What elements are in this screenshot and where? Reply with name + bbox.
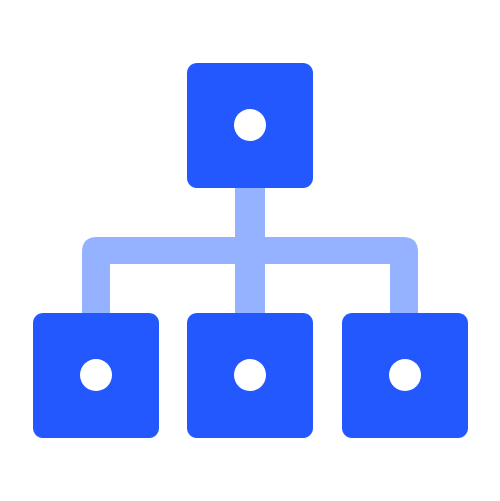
nodes	[33, 63, 468, 438]
bottom-right-node	[342, 313, 468, 438]
bottom-center-node-dot	[234, 359, 266, 391]
bottom-right-node-dot	[389, 359, 421, 391]
bottom-left-node	[33, 313, 159, 438]
bottom-left-node-dot	[80, 359, 112, 391]
top-node	[187, 63, 313, 188]
top-node-dot	[234, 109, 266, 141]
bottom-center-node	[187, 313, 313, 438]
connector-lines	[82, 180, 418, 320]
connector-bar	[82, 237, 418, 320]
